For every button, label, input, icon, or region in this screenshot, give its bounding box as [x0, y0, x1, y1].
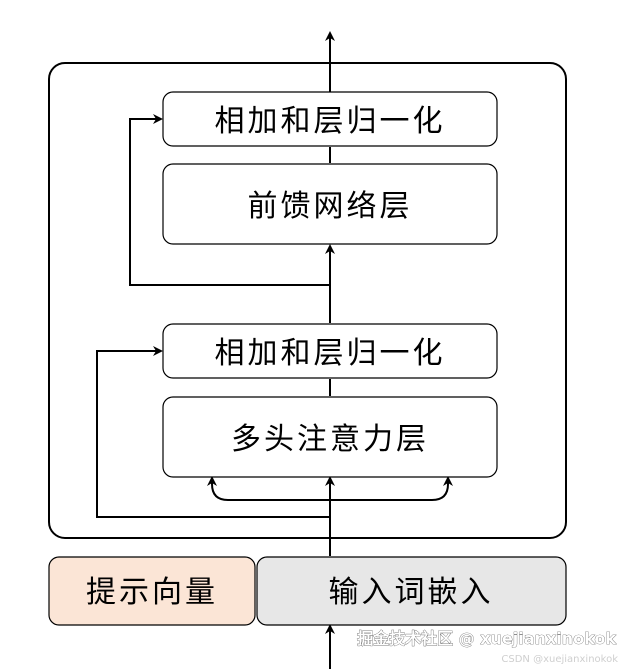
watermark-main: 掘金技术社区 @ xuejianxinokok — [357, 629, 616, 648]
residual-mha — [96, 346, 330, 518]
mha-box — [162, 396, 498, 478]
mha-label: 多头注意力层 — [231, 422, 429, 457]
ffn-label: 前馈网络层 — [248, 189, 413, 224]
fanout-right — [330, 476, 453, 501]
ffn-box — [162, 163, 498, 245]
residual-ffn — [129, 114, 330, 286]
prompt-vector-box — [48, 556, 256, 626]
token-embedding-box — [256, 556, 567, 626]
token-embedding-label: 输入词嵌入 — [329, 575, 494, 610]
add-norm-bottom-box — [162, 323, 498, 379]
watermark-sub: CSDN @xuejianxinokok — [501, 654, 618, 665]
add-norm-top-label: 相加和层归一化 — [215, 104, 446, 139]
fanout-left — [207, 476, 330, 501]
add-norm-top-box — [162, 91, 498, 147]
add-norm-bottom-label: 相加和层归一化 — [215, 336, 446, 371]
encoder-container — [48, 62, 567, 539]
prompt-vector-label: 提示向量 — [86, 575, 218, 610]
